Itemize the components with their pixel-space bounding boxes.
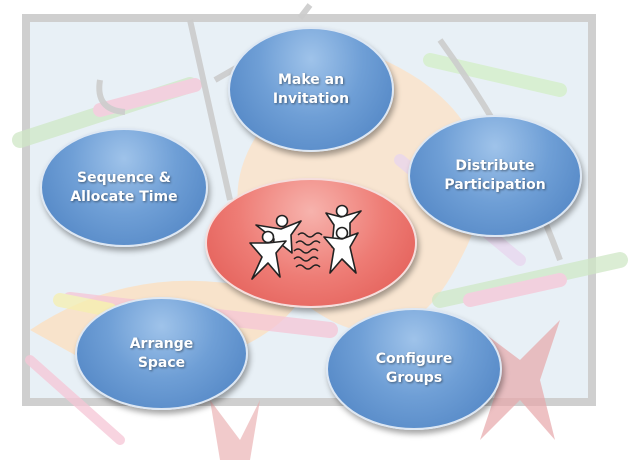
node-arrange-space[interactable]: Arrange Space — [75, 297, 248, 410]
node-label: Sequence & Allocate Time — [70, 169, 178, 205]
node-label: Arrange Space — [129, 335, 194, 371]
node-sequence-allocate-time[interactable]: Sequence & Allocate Time — [40, 128, 208, 247]
center-node[interactable] — [205, 178, 417, 308]
node-label: Configure Groups — [375, 351, 453, 386]
group-people-icon — [249, 204, 362, 280]
node-label: Distribute Participation — [444, 158, 546, 193]
node-distribute-participation[interactable]: Distribute Participation — [408, 115, 582, 237]
node-make-an-invitation[interactable]: Make an Invitation — [228, 27, 394, 152]
node-label: Make an Invitation — [272, 71, 350, 107]
node-configure-groups[interactable]: Configure Groups — [326, 308, 502, 430]
